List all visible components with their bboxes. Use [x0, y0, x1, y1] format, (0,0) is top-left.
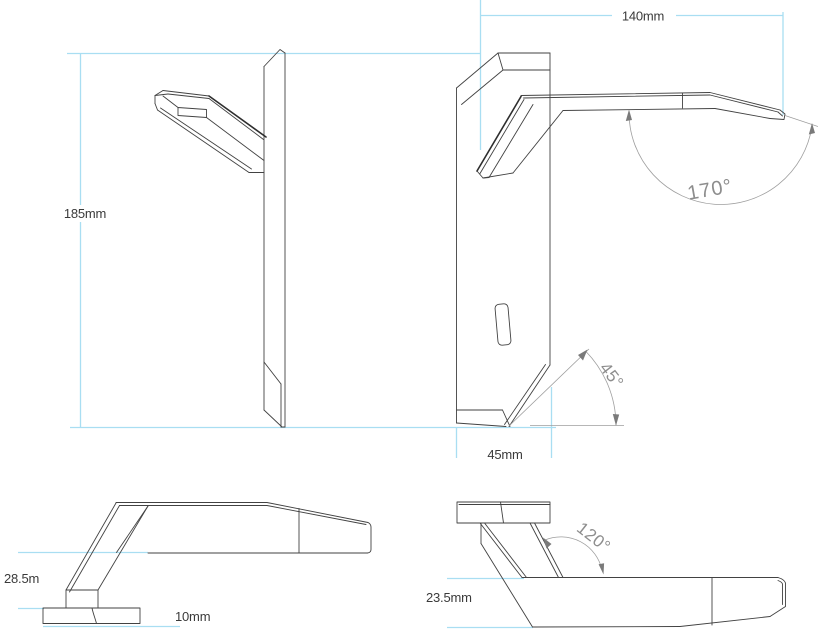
cable-slot — [494, 303, 512, 346]
bottom-side-view — [42, 502, 372, 624]
angle-annotation-120 — [543, 536, 605, 575]
dim-total-height-label: 185mm — [64, 206, 106, 221]
angle-45-label: 45° — [596, 359, 628, 392]
angle-annotation-45 — [508, 348, 624, 427]
base-plate — [42, 607, 141, 624]
angle-annotation-170 — [625, 109, 818, 205]
front-view — [456, 52, 786, 427]
dim-base-thickness-label: 10mm — [175, 609, 210, 624]
angle-170-label: 170° — [686, 175, 735, 205]
side-view — [154, 49, 286, 428]
dim-arm-clearance-label: 28.5m — [4, 571, 39, 586]
construction-lines — [18, 0, 784, 629]
angle-120-label: 120° — [573, 518, 614, 556]
dim-arm-height-label: 23.5mm — [426, 590, 472, 605]
dim-bracket-width-label: 45mm — [487, 447, 522, 462]
dim-total-width-label: 140mm — [622, 9, 664, 24]
bottom-front-view — [456, 501, 786, 628]
